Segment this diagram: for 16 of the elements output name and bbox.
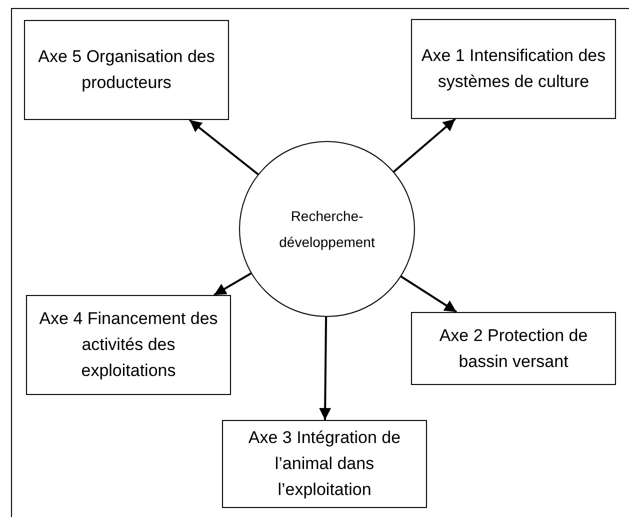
arrow — [319, 316, 332, 420]
axis-box — [222, 420, 427, 508]
arrow — [400, 276, 458, 313]
node-label: Axe 3 Intégration de l’animal dans l’exploitation — [247, 427, 402, 501]
arrow — [188, 119, 259, 176]
axis-box — [411, 19, 616, 119]
axis-box — [26, 295, 231, 395]
node-label: Recherche-développement — [278, 207, 376, 252]
node-label: Axe 5 Organisation des producteurs — [37, 46, 216, 94]
node-label: Axe 4 Financement des activités des exploitations — [38, 308, 219, 382]
axis-box — [411, 312, 616, 385]
axis-box — [24, 20, 229, 120]
node-label: Axe 2 Protection de bassin versant — [438, 324, 589, 372]
arrow — [214, 272, 252, 296]
node-label: Axe 1 Intensification des systèmes de culture — [420, 45, 607, 93]
arrow — [393, 118, 456, 172]
